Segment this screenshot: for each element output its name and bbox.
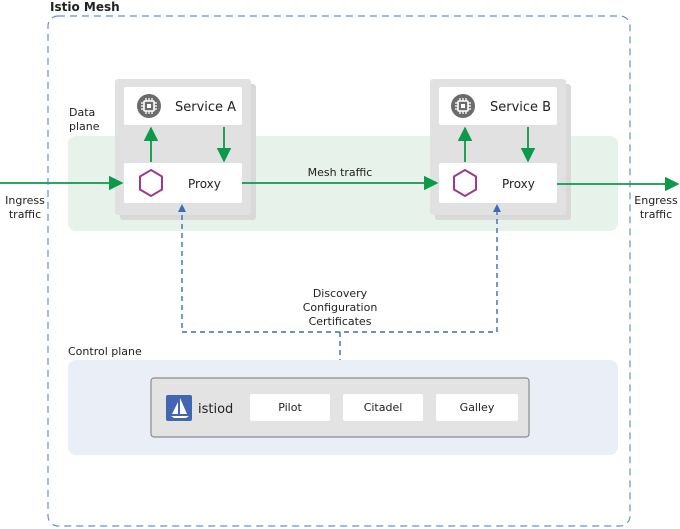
proxy-hexagon-icon [453, 168, 477, 198]
configuration-label: Configuration [303, 301, 378, 314]
ingress-label-line2: traffic [9, 208, 41, 221]
galley-label: Galley [460, 401, 495, 414]
config-arrowhead-proxy-a [178, 204, 186, 212]
mesh-boundary [47, 15, 631, 527]
service-a-label: Service A [175, 100, 236, 115]
istiod-box[interactable] [150, 377, 530, 438]
proxy-a-box[interactable] [124, 163, 242, 203]
istio-sail-icon [166, 395, 192, 421]
discovery-label: Discovery [313, 287, 368, 300]
pilot-label: Pilot [278, 401, 302, 414]
citadel-label: Citadel [364, 401, 403, 414]
citadel-box[interactable] [343, 394, 423, 421]
proxy-hexagon-icon [139, 168, 163, 198]
proxy-b-label: Proxy [502, 177, 535, 191]
galley-box[interactable] [436, 394, 518, 421]
data-plane-label-line2: plane [69, 120, 100, 133]
chip-icon [451, 94, 475, 118]
config-arrowhead-proxy-b [493, 204, 501, 212]
pod-a: Service A Proxy [115, 79, 256, 220]
control-plane-label: Control plane [68, 345, 142, 358]
data-plane-label-line1: Data [69, 106, 95, 119]
egress-label-line1: Engress [634, 194, 678, 207]
proxy-a-label: Proxy [188, 177, 221, 191]
pilot-box[interactable] [250, 394, 330, 421]
proxy-b-box[interactable] [439, 163, 557, 203]
pod-b: Service B Proxy [430, 79, 571, 220]
ingress-label-line1: Ingress [5, 194, 45, 207]
istiod-label: istiod [198, 402, 233, 417]
egress-label-line2: traffic [640, 208, 672, 221]
mesh-traffic-label: Mesh traffic [308, 166, 373, 179]
chip-icon [137, 94, 161, 118]
certificates-label: Certificates [309, 315, 372, 328]
mesh-title: Istio Mesh [50, 0, 120, 14]
service-b-label: Service B [490, 100, 551, 115]
